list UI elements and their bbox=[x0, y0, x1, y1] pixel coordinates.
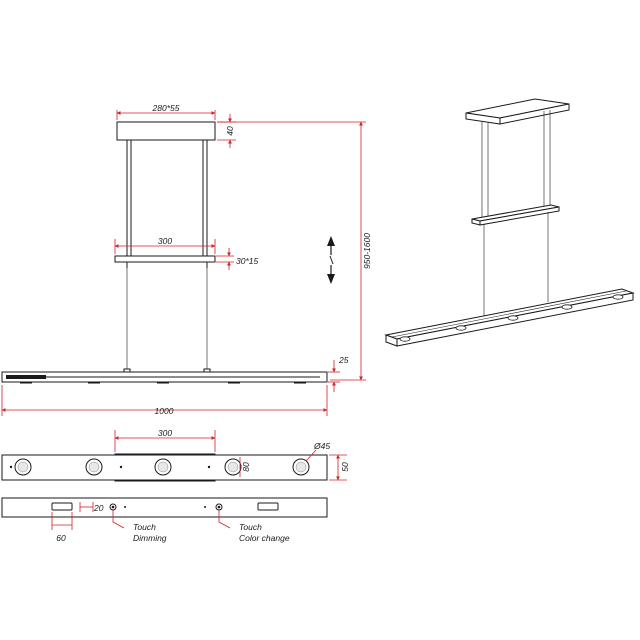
dim-lens-offset: 80 bbox=[239, 457, 251, 477]
bottom-view bbox=[1, 453, 328, 482]
sensor-window-right bbox=[257, 502, 279, 511]
dim-canopy-height: 40 bbox=[217, 114, 236, 148]
dim-label-height-range: 950-1600 bbox=[362, 233, 372, 269]
iso-lens-2 bbox=[455, 325, 467, 331]
dim-length: 1000 bbox=[1, 385, 328, 416]
iso-lens-5 bbox=[612, 294, 624, 300]
dim-switch-width: 60 bbox=[51, 512, 73, 543]
top-view bbox=[1, 497, 328, 518]
dim-bar-height: 25 bbox=[328, 355, 349, 392]
dim-bracket-size: 30*15 bbox=[216, 248, 258, 270]
dim-canopy-width: 280*55 bbox=[116, 103, 216, 120]
dim-bar-width: 50 bbox=[329, 454, 350, 481]
dim-label-bar-width: 50 bbox=[340, 462, 350, 472]
dim-label-canopy-height: 40 bbox=[225, 126, 235, 136]
dim-lens-diameter: Ø45 bbox=[305, 441, 330, 462]
callout-touch-dimming-line1: Touch bbox=[133, 522, 156, 532]
sensor-window-left bbox=[51, 502, 73, 511]
dim-label-switch-offset: 20 bbox=[93, 503, 104, 513]
dim-switch-offset: 20 bbox=[79, 502, 104, 513]
iso-lens-4 bbox=[561, 304, 573, 310]
iso-bracket-side bbox=[479, 206, 560, 226]
isometric-view bbox=[384, 98, 635, 347]
light-bar-top bbox=[1, 497, 328, 518]
dim-label-canopy: 280*55 bbox=[152, 103, 180, 113]
dim-label-switch-width: 60 bbox=[56, 533, 66, 543]
iso-lens-3 bbox=[507, 315, 519, 321]
callout-color-change-line1: Touch bbox=[239, 522, 262, 532]
dim-label-bottom-spacing: 300 bbox=[158, 428, 172, 438]
height-adjust-arrow-icon bbox=[327, 236, 335, 284]
cable-bracket bbox=[114, 255, 216, 263]
dim-bracket-width: 300 bbox=[114, 236, 216, 254]
iso-lens-1 bbox=[399, 336, 411, 342]
front-elevation bbox=[1, 121, 328, 384]
iso-canopy-side bbox=[499, 103, 570, 125]
dim-height-range: 950-1600 bbox=[217, 121, 372, 381]
callout-color-change: Touch Color change bbox=[218, 510, 290, 543]
callout-touch-dimming-line2: Dimming bbox=[133, 533, 167, 543]
dim-label-bracket-size: 30*15 bbox=[236, 256, 258, 266]
callout-color-change-line2: Color change bbox=[239, 533, 290, 543]
dim-bottom-spacing: 300 bbox=[114, 428, 216, 452]
callout-touch-dimming: Touch Dimming bbox=[112, 510, 167, 543]
dim-label-bar-height: 25 bbox=[338, 355, 349, 365]
dim-label-bracket-width: 300 bbox=[158, 236, 172, 246]
dim-label-length: 1000 bbox=[155, 406, 174, 416]
ceiling-canopy bbox=[116, 121, 216, 141]
dim-label-lens-diameter: Ø45 bbox=[313, 441, 330, 451]
dim-label-lens-offset: 80 bbox=[241, 462, 251, 472]
light-bar-led-end bbox=[6, 375, 46, 379]
